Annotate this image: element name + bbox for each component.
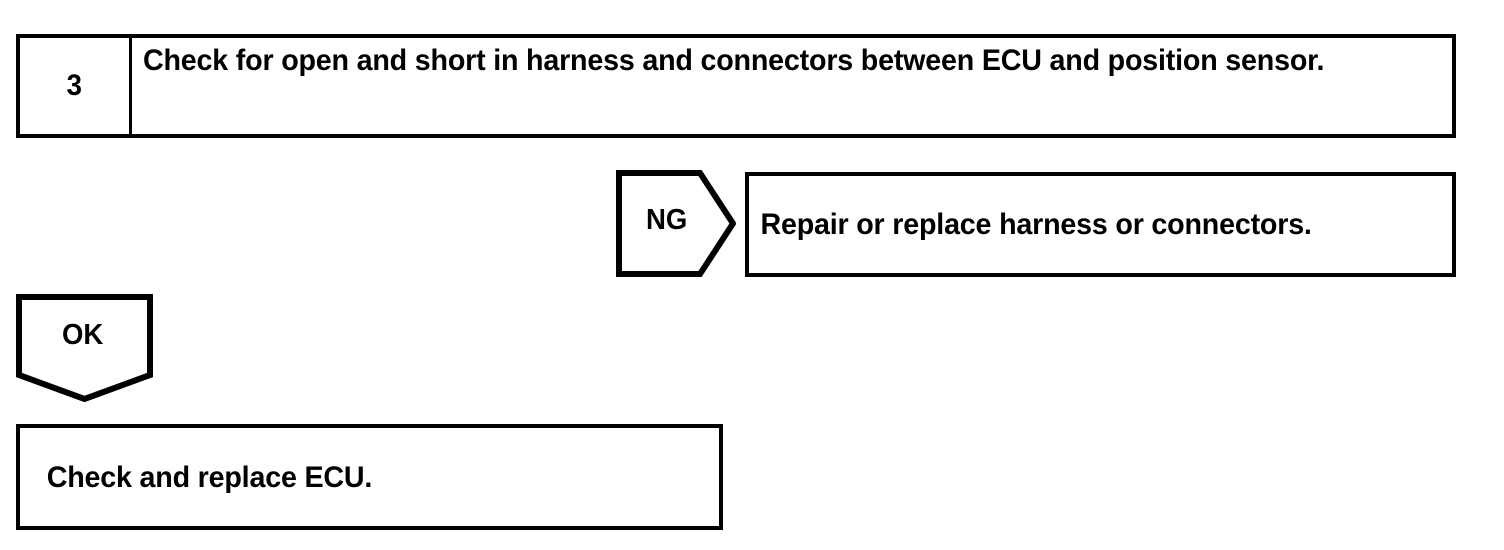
- ng-result-text: Repair or replace harness or connectors.: [760, 208, 1312, 241]
- ng-branch-label: NG: [646, 204, 688, 236]
- ng-result-box: Repair or replace harness or connectors.: [745, 172, 1456, 277]
- ng-arrow-icon: [616, 170, 736, 277]
- step-instruction-cell: Check for open and short in harness and …: [132, 38, 1452, 134]
- step-box: 3 Check for open and short in harness an…: [16, 34, 1456, 138]
- step-number-cell: 3: [20, 38, 132, 134]
- step-instruction-text: Check for open and short in harness and …: [143, 44, 1325, 77]
- step-number: 3: [66, 69, 83, 102]
- ok-result-text: Check and replace ECU.: [46, 460, 373, 494]
- ok-branch-label: OK: [62, 319, 104, 351]
- ok-arrow-icon: [16, 294, 153, 402]
- ok-result-box: Check and replace ECU.: [16, 424, 723, 530]
